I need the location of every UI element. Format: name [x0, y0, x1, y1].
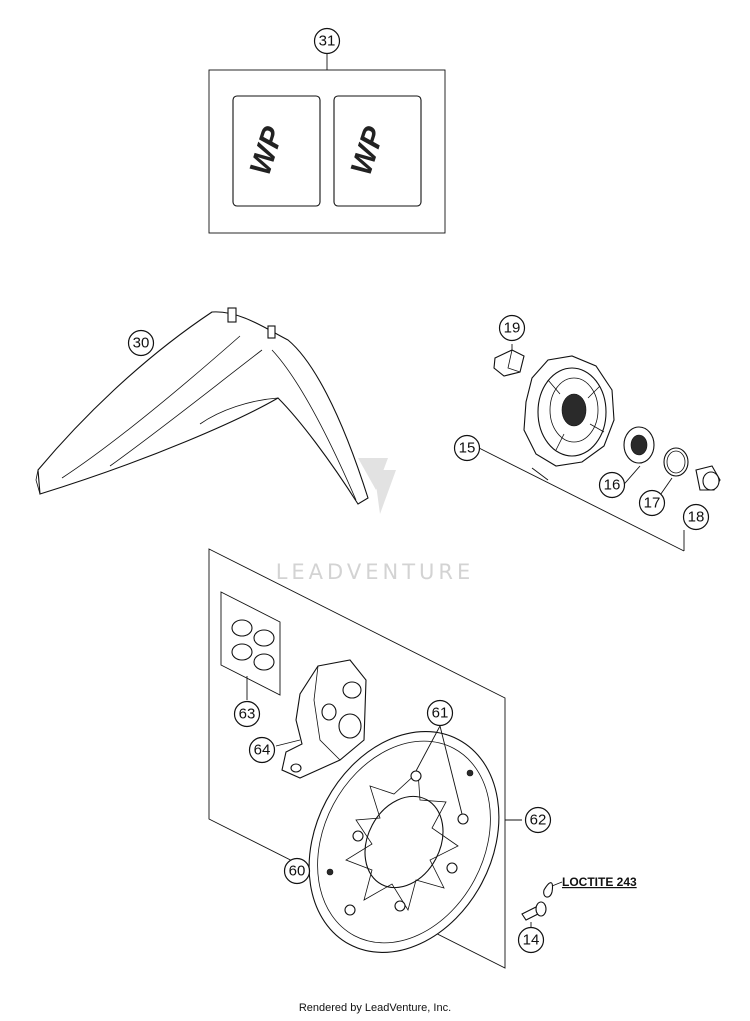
- loctite-label: LOCTITE 243: [562, 875, 637, 889]
- thread-locker-drop-icon: [543, 882, 554, 898]
- brake-pads-63: [220, 591, 281, 700]
- leadventure-watermark: LEADVENTURE: [276, 458, 475, 584]
- disc-screw-14: [521, 901, 547, 930]
- bearing-16: [623, 426, 655, 464]
- callout-31: 31: [313, 27, 341, 55]
- front-fender: [35, 307, 369, 505]
- callout-layer: 31 30 19 15 16 17 18 63 61 64 62 60 14: [127, 27, 710, 954]
- brake-group-frame: [208, 548, 506, 969]
- callout-label: 18: [688, 509, 705, 526]
- callout-label: 61: [432, 705, 449, 722]
- callout-62: 62: [524, 806, 552, 834]
- callout-14: 14: [517, 926, 545, 954]
- callout-label: 15: [459, 440, 476, 457]
- callout-label: 16: [604, 477, 621, 494]
- callout-label: 62: [530, 812, 547, 829]
- render-credit: Rendered by LeadVenture, Inc.: [298, 1002, 452, 1014]
- callout-60: 60: [283, 857, 311, 885]
- callout-label: 30: [133, 335, 150, 352]
- decal-set: WP WP: [208, 53, 446, 234]
- decal-left: WP: [232, 95, 321, 207]
- bushing-18: [695, 465, 721, 491]
- callout-16: 16: [598, 471, 626, 499]
- decal-right: WP: [333, 95, 422, 207]
- callout-64: 64: [248, 736, 276, 764]
- callout-label: 17: [644, 495, 661, 512]
- callout-17: 17: [638, 489, 666, 517]
- callout-label: 60: [289, 863, 306, 880]
- watermark-text: LEADVENTURE: [276, 560, 475, 584]
- seal-ring-17: [663, 447, 689, 477]
- callout-label: 31: [319, 33, 336, 50]
- loctite-note: LOCTITE 243: [543, 875, 637, 898]
- callout-63: 63: [233, 700, 261, 728]
- callout-label: 14: [523, 932, 540, 949]
- callout-label: 64: [254, 742, 271, 759]
- spacer-19: [493, 349, 525, 377]
- brake-disc-60: [308, 725, 522, 953]
- wheel-hub-assembly: [478, 344, 721, 552]
- hub-15: [523, 355, 615, 467]
- callout-15: 15: [453, 434, 481, 462]
- callout-19: 19: [498, 314, 526, 342]
- callout-61: 61: [426, 699, 454, 727]
- callout-18: 18: [682, 503, 710, 531]
- callout-label: 63: [239, 706, 256, 723]
- callout-30: 30: [127, 329, 155, 357]
- callout-label: 19: [504, 320, 521, 337]
- brake-caliper-64: [275, 659, 367, 779]
